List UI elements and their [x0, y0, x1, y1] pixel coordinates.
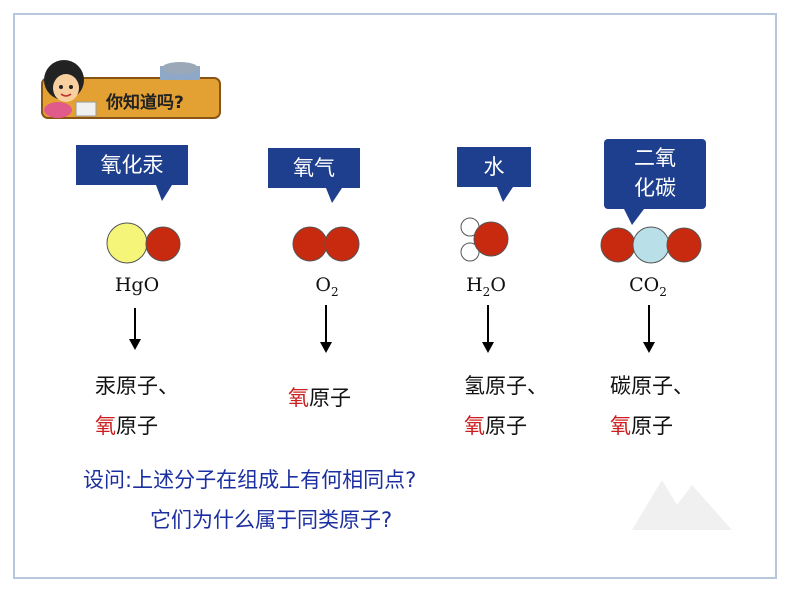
formula-oxygen: O2	[315, 274, 339, 299]
question-line-2: 它们为什么属于同类原子?	[150, 508, 393, 532]
label-bubble-carbon-dioxide: 二氧化碳	[604, 139, 706, 225]
label-bubble-mercury-oxide: 氧化汞	[76, 145, 188, 201]
formula-carbon-dioxide: CO2	[629, 274, 667, 299]
model-water	[460, 217, 509, 262]
arrow-down-icon	[320, 305, 332, 353]
atoms-oxygen: 氧原子	[288, 386, 351, 410]
bubble-text: 水	[483, 155, 505, 179]
model-oxygen	[292, 226, 360, 262]
label-bubble-water: 水	[457, 147, 531, 202]
model-carbon-dioxide	[600, 226, 702, 264]
arrow-down-icon	[643, 305, 655, 353]
arrow-down-icon	[129, 308, 141, 350]
did-you-know-banner: 你知道吗?	[40, 58, 222, 124]
atoms-mercury-oxide: 汞原子、 氧原子	[95, 374, 179, 438]
arrow-down-icon	[482, 305, 494, 353]
formula-water: H2O	[466, 274, 506, 299]
atoms-water: 氢原子、 氧原子	[464, 374, 548, 438]
watermark-logo-icon	[632, 480, 732, 530]
bubble-text: 氧化汞	[100, 153, 164, 177]
label-bubble-oxygen: 氧气	[268, 148, 360, 203]
bubble-text: 氧气	[293, 156, 335, 180]
banner-text: 你知道吗?	[106, 93, 184, 113]
question-line-1: 设问:上述分子在组成上有何相同点?	[83, 468, 417, 492]
girl-reading-icon	[41, 60, 221, 119]
formula-mercury-oxide: HgO	[114, 274, 160, 296]
bubble-text: 二氧化碳	[634, 146, 676, 200]
atoms-carbon-dioxide: 碳原子、 氧原子	[610, 374, 694, 438]
model-mercury-oxide	[106, 222, 181, 264]
